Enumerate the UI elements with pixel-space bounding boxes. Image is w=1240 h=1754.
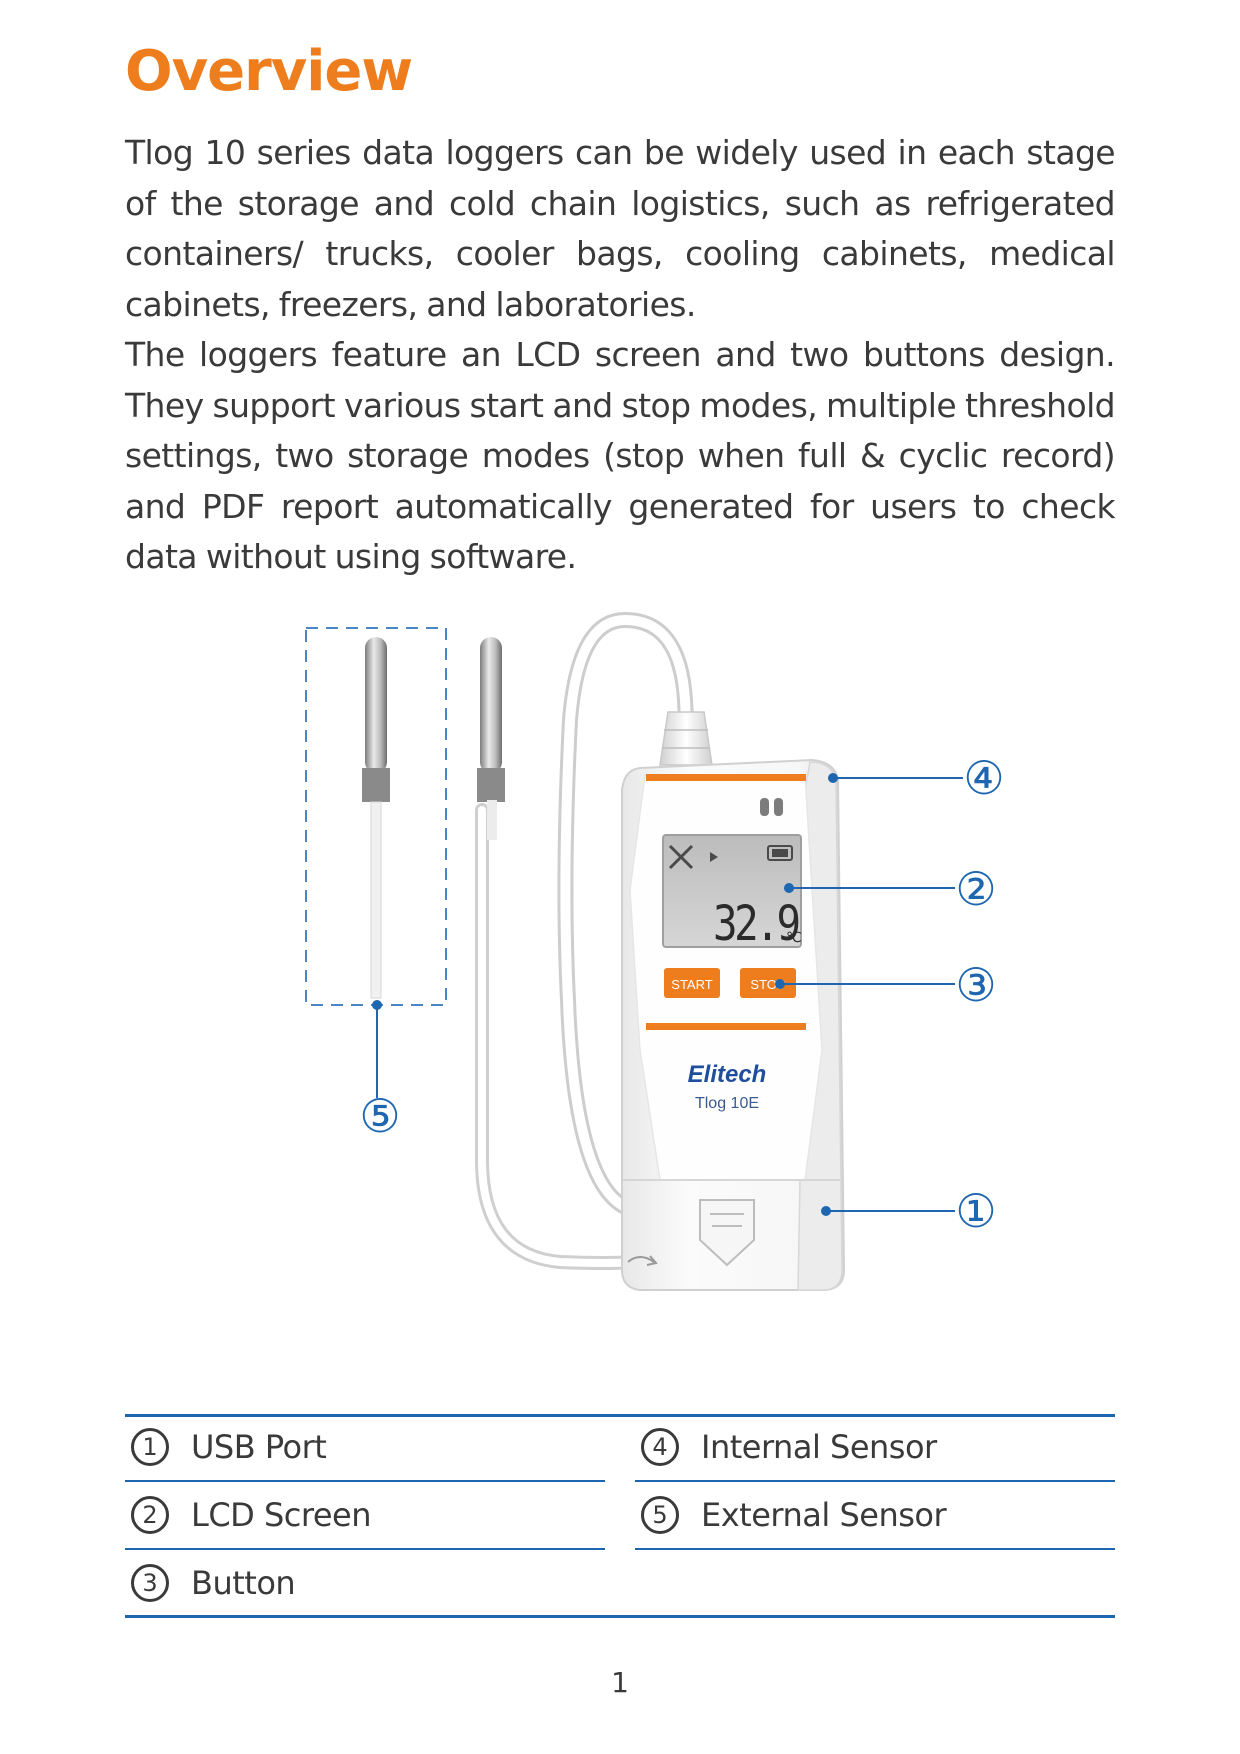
- legend-number: 5: [641, 1496, 679, 1534]
- legend-item-usb-port: 1 USB Port: [125, 1414, 605, 1482]
- logger-body: 32.9 ℃ START STOP Elitech Tlog 10E: [621, 758, 846, 1291]
- page-title: Overview: [125, 39, 413, 104]
- legend-number: 4: [641, 1428, 679, 1466]
- legend-number: 1: [131, 1428, 169, 1466]
- legend-number: 3: [131, 1563, 169, 1602]
- brand-logo: Elitech: [688, 1061, 767, 1088]
- legend-item-button: 3 Button: [125, 1550, 1115, 1618]
- model-label: Tlog 10E: [695, 1095, 759, 1112]
- legend-item-external-sensor: 5 External Sensor: [635, 1482, 1115, 1550]
- legend-label: Internal Sensor: [701, 1428, 937, 1466]
- intro-text: Tlog 10 series data loggers can be widel…: [125, 128, 1116, 583]
- callout-3: ③: [955, 958, 996, 1012]
- start-button[interactable]: [664, 968, 720, 998]
- lcd-reading: 32.9: [713, 896, 798, 952]
- legend-item-lcd-screen: 2 LCD Screen: [125, 1482, 605, 1550]
- callout-markers: ④ ② ③ ① ⑤: [359, 751, 1004, 1238]
- callout-lines: [372, 773, 963, 1216]
- intro-paragraph-2: The loggers feature an LCD screen and tw…: [125, 335, 1116, 576]
- stop-button[interactable]: [740, 968, 796, 998]
- legend-label: Button: [191, 1563, 296, 1602]
- legend-number: 2: [131, 1496, 169, 1534]
- start-button-label: START: [671, 977, 712, 992]
- legend-item-internal-sensor: 4 Internal Sensor: [635, 1414, 1115, 1482]
- callout-4: ④: [963, 751, 1004, 805]
- external-sensor-probe-detached: [305, 627, 447, 1006]
- page-number: 1: [611, 1666, 629, 1699]
- callout-1: ①: [955, 1184, 996, 1238]
- legend-label: LCD Screen: [191, 1496, 372, 1534]
- legend-label: External Sensor: [701, 1496, 947, 1534]
- intro-paragraph-1: Tlog 10 series data loggers can be widel…: [125, 133, 1116, 324]
- legend-label: USB Port: [191, 1428, 327, 1466]
- callout-2: ②: [955, 862, 996, 916]
- lcd-unit: ℃: [786, 930, 802, 946]
- callout-5: ⑤: [359, 1089, 400, 1143]
- parts-legend: 1 USB Port 2 LCD Screen 3 Button 4 Inter…: [125, 1414, 1115, 1624]
- device-diagram: 32.9 ℃ START STOP Elitech Tlog 10E ④ ② ③…: [305, 611, 1005, 1291]
